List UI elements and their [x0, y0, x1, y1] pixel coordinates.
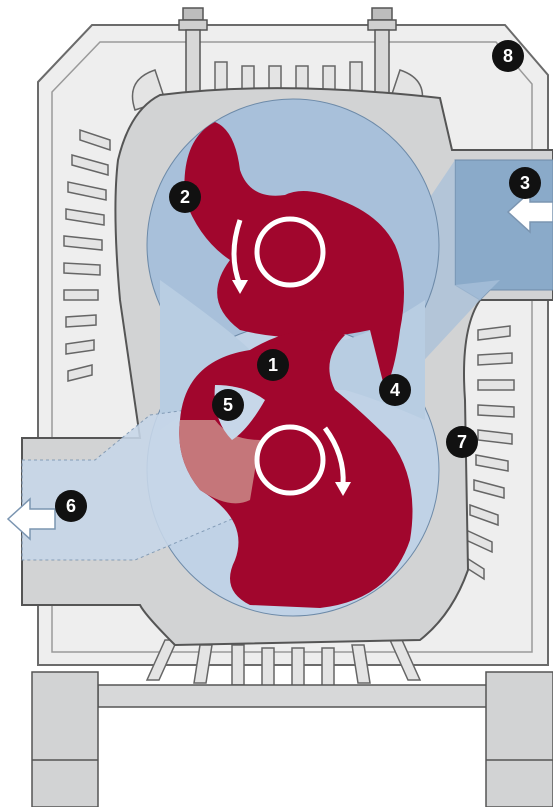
marker-1-label: 1	[268, 355, 278, 375]
marker-2: 2	[169, 181, 201, 213]
marker-7: 7	[446, 426, 478, 458]
marker-7-label: 7	[457, 432, 467, 452]
marker-8-label: 8	[503, 46, 513, 66]
marker-1: 1	[257, 349, 289, 381]
marker-5-label: 5	[223, 395, 233, 415]
marker-2-label: 2	[180, 187, 190, 207]
pump-base	[32, 672, 553, 807]
marker-8: 8	[492, 40, 524, 72]
marker-3: 3	[509, 167, 541, 199]
marker-5: 5	[212, 389, 244, 421]
marker-4-label: 4	[390, 380, 400, 400]
marker-3-label: 3	[520, 173, 530, 193]
marker-6: 6	[55, 490, 87, 522]
marker-6-label: 6	[66, 496, 76, 516]
marker-4: 4	[379, 374, 411, 406]
